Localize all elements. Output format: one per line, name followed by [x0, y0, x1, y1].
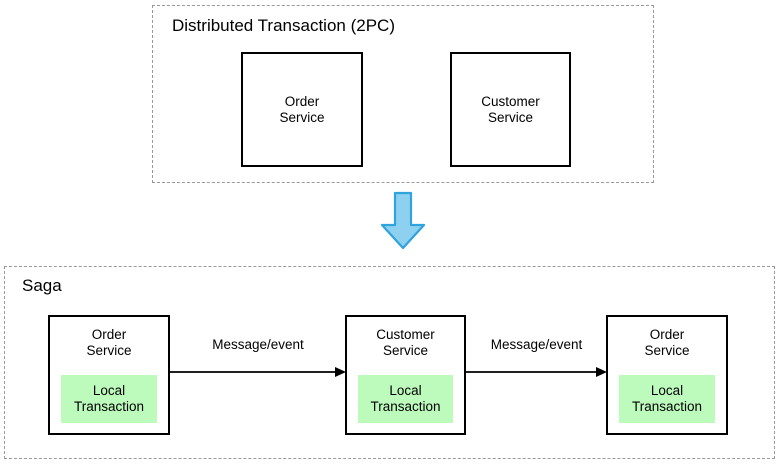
box-saga-order-service-2-label: Order Service [644, 327, 690, 358]
local-transaction-chip-2: Local Transaction [358, 375, 453, 423]
box-saga-order-service-2[interactable]: Order Service Local Transaction [606, 315, 728, 435]
connector-arrow-1 [168, 365, 348, 379]
box-2pc-order-service-label: Order Service [279, 93, 325, 125]
connector-label-1: Message/event [212, 337, 304, 352]
box-saga-order-service-1-label: Order Service [86, 327, 132, 358]
box-2pc-customer-service[interactable]: Customer Service [450, 52, 571, 167]
local-transaction-chip-3-label: Local Transaction [631, 383, 703, 414]
group-distributed-transaction [152, 5, 654, 183]
down-arrow-icon [379, 191, 427, 251]
local-transaction-chip-3: Local Transaction [619, 375, 715, 423]
box-saga-customer-service[interactable]: Customer Service Local Transaction [345, 315, 466, 435]
connector-arrow-2 [464, 365, 609, 379]
connector-label-2: Message/event [490, 337, 583, 352]
local-transaction-chip-2-label: Local Transaction [370, 383, 441, 414]
group-distributed-transaction-title: Distributed Transaction (2PC) [172, 16, 395, 35]
local-transaction-chip-1-label: Local Transaction [73, 383, 145, 414]
local-transaction-chip-1: Local Transaction [61, 375, 157, 423]
group-saga-title: Saga [22, 276, 62, 295]
box-2pc-customer-service-label: Customer Service [481, 93, 540, 125]
box-2pc-order-service[interactable]: Order Service [241, 52, 363, 167]
group-saga [4, 266, 775, 459]
box-saga-customer-service-label: Customer Service [376, 327, 435, 358]
box-saga-order-service-1[interactable]: Order Service Local Transaction [48, 315, 170, 435]
